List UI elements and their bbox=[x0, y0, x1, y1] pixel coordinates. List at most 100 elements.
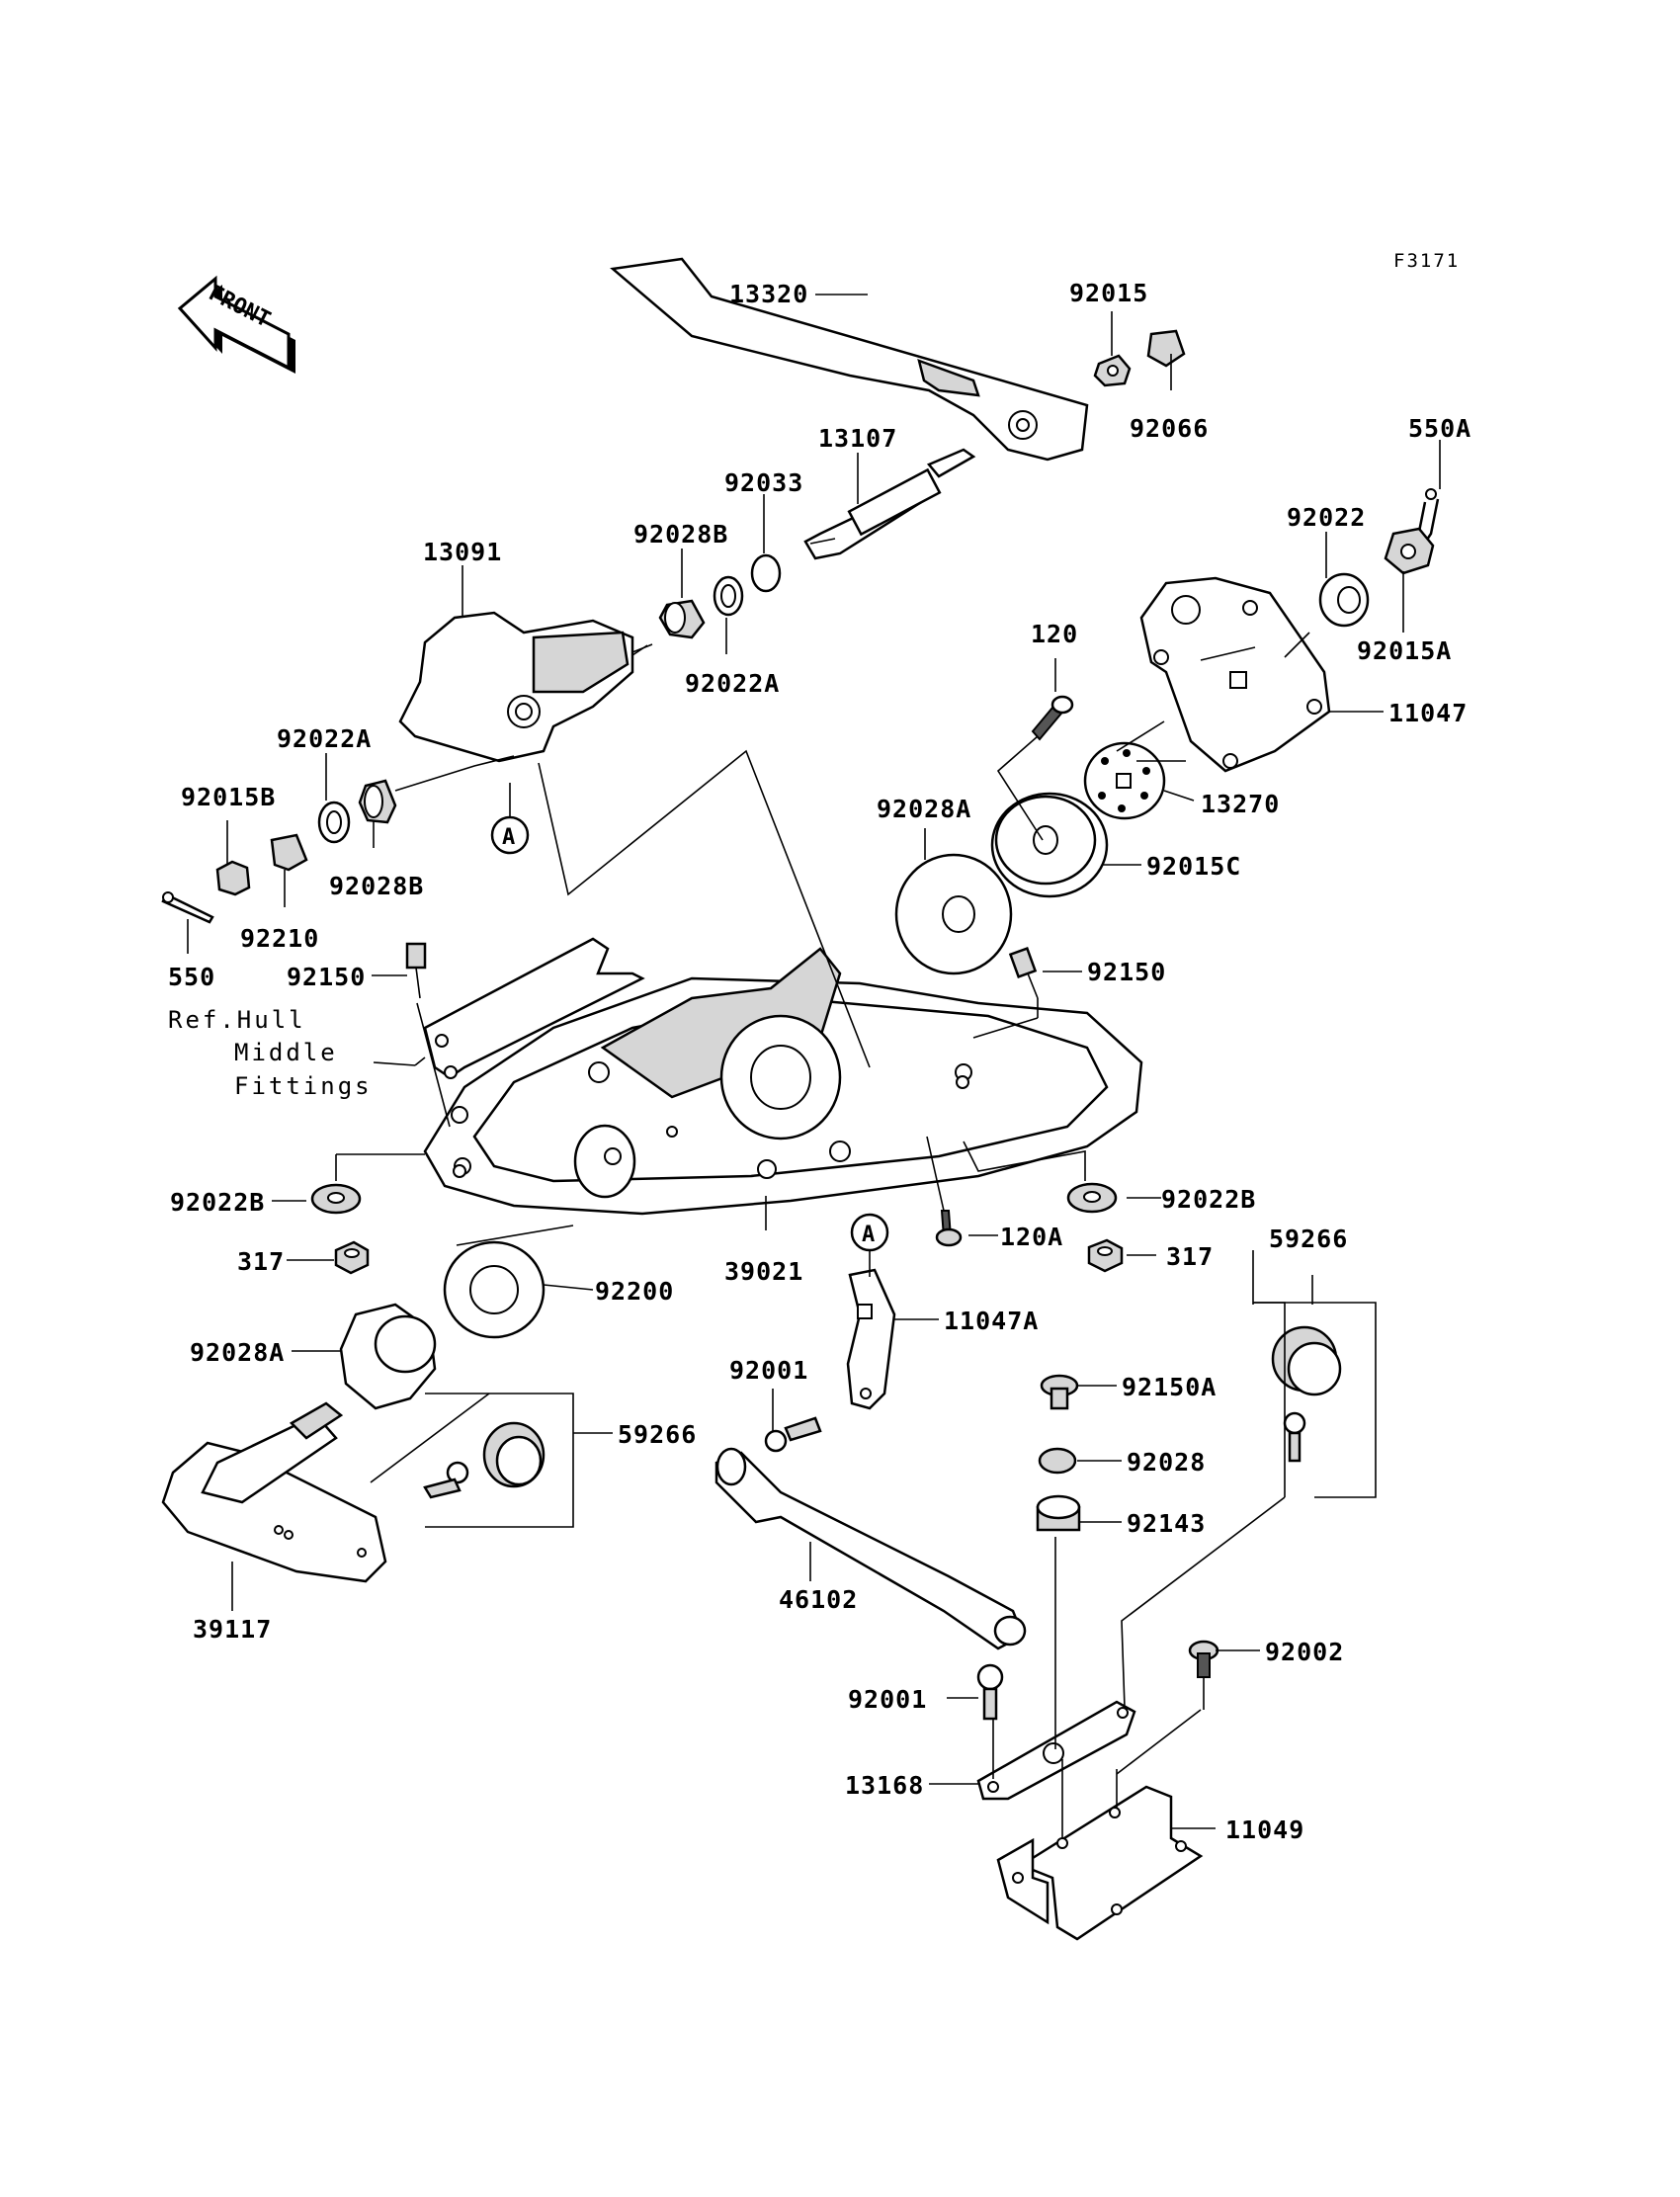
part-label-92015C: 92015C bbox=[1146, 852, 1241, 881]
bolt-120 bbox=[1031, 695, 1074, 741]
washer-92022 bbox=[1318, 572, 1370, 628]
bushing-92028 bbox=[1038, 1447, 1077, 1475]
collar-92143 bbox=[1036, 1494, 1081, 1532]
nut-92015C bbox=[990, 792, 1109, 898]
callout-a-lower: A bbox=[850, 1213, 889, 1252]
castle-nut-92015B bbox=[215, 860, 251, 896]
ball-stud-92001-upper bbox=[764, 1416, 822, 1453]
bushing-92066 bbox=[1146, 329, 1186, 368]
part-label-92022B-right: 92022B bbox=[1161, 1185, 1256, 1214]
part-label-120: 120 bbox=[1031, 620, 1078, 648]
circlip-92033 bbox=[750, 553, 782, 593]
ball-joint-59266-left bbox=[423, 1421, 546, 1499]
part-label-317-left: 317 bbox=[237, 1247, 285, 1276]
front-arrow-icon: FRONT bbox=[177, 275, 295, 374]
washer-92022A-lower bbox=[317, 801, 351, 844]
part-label-11047A: 11047A bbox=[944, 1307, 1039, 1335]
callout-a-upper: A bbox=[490, 815, 530, 855]
part-label-92150-left: 92150 bbox=[287, 963, 366, 991]
part-label-92150-right: 92150 bbox=[1087, 958, 1166, 986]
part-label-92028A-upper: 92028A bbox=[877, 795, 971, 823]
part-label-59266-left: 59266 bbox=[618, 1420, 697, 1449]
cone-92028A-upper bbox=[894, 853, 1013, 975]
bushing-92028B-lower bbox=[358, 779, 397, 824]
bolt-120A bbox=[935, 1210, 963, 1247]
part-label-92022: 92022 bbox=[1287, 503, 1366, 532]
part-label-92150A: 92150A bbox=[1122, 1373, 1217, 1401]
part-label-39021: 39021 bbox=[724, 1257, 803, 1286]
callout-a-upper-text: A bbox=[502, 825, 515, 850]
mount-bracket bbox=[423, 937, 645, 1079]
part-label-13270: 13270 bbox=[1201, 790, 1280, 818]
washer-92200 bbox=[443, 1240, 546, 1339]
part-label-92015B: 92015B bbox=[181, 783, 276, 811]
castle-nut-92015A bbox=[1384, 527, 1435, 575]
part-label-92015A: 92015A bbox=[1357, 636, 1452, 665]
nut-317-right bbox=[1087, 1238, 1124, 1273]
washer-92022A-upper bbox=[713, 575, 744, 617]
bolt-92150-right bbox=[1008, 947, 1039, 999]
part-labels: 13320 92015 92066 550A 13107 92033 92022… bbox=[168, 279, 1471, 1844]
part-label-92028B-upper: 92028B bbox=[633, 520, 728, 549]
bracket-11047 bbox=[1139, 576, 1331, 773]
shaft-13107 bbox=[803, 448, 976, 560]
part-label-59266-right: 59266 bbox=[1269, 1225, 1348, 1253]
part-label-317-right: 317 bbox=[1166, 1242, 1214, 1271]
part-label-46102: 46102 bbox=[779, 1585, 858, 1614]
part-label-92002: 92002 bbox=[1265, 1638, 1344, 1666]
cone-92028A-lower bbox=[339, 1303, 437, 1410]
bolt-92150-left bbox=[405, 942, 427, 999]
ball-stud-92001-lower bbox=[976, 1663, 1004, 1721]
arm-11047A bbox=[846, 1268, 896, 1410]
nut-92015 bbox=[1093, 354, 1132, 387]
callout-a-lower-text: A bbox=[862, 1223, 875, 1247]
washer-92022B-left bbox=[310, 1183, 362, 1215]
part-label-92015: 92015 bbox=[1069, 279, 1148, 307]
plate-13270 bbox=[1083, 741, 1166, 820]
ball-joint-59266-right bbox=[1271, 1325, 1342, 1463]
handle-cover-13320 bbox=[610, 257, 1089, 462]
part-label-550: 550 bbox=[168, 963, 215, 991]
part-label-13091: 13091 bbox=[423, 538, 502, 566]
part-label-92022A-lower: 92022A bbox=[277, 724, 372, 753]
ref-note-line1: Ref.Hull bbox=[168, 1006, 306, 1034]
part-label-92022B-left: 92022B bbox=[170, 1188, 265, 1217]
part-label-92022A-upper: 92022A bbox=[685, 669, 780, 698]
part-label-92001-lower: 92001 bbox=[848, 1685, 927, 1714]
part-label-13320: 13320 bbox=[729, 280, 808, 308]
part-label-13168: 13168 bbox=[845, 1771, 924, 1800]
leader-lines bbox=[187, 294, 1441, 1838]
bolt-92150A bbox=[1040, 1374, 1079, 1410]
shaft-arm-39117 bbox=[161, 1401, 387, 1583]
part-label-92066: 92066 bbox=[1130, 414, 1209, 443]
plate-39021 bbox=[423, 947, 1143, 1216]
part-label-120A: 120A bbox=[1000, 1223, 1063, 1251]
bracket-11049 bbox=[996, 1785, 1204, 1941]
part-label-92033: 92033 bbox=[724, 468, 803, 497]
part-label-13107: 13107 bbox=[818, 424, 897, 453]
part-label-92028A-lower: 92028A bbox=[190, 1338, 285, 1367]
nut-317-left bbox=[334, 1240, 370, 1275]
part-label-39117: 39117 bbox=[193, 1615, 272, 1644]
ref-note-line3: Fittings bbox=[234, 1072, 373, 1100]
part-label-92143: 92143 bbox=[1127, 1509, 1206, 1538]
housing-13091 bbox=[398, 611, 653, 763]
bushing-92028B-upper bbox=[658, 599, 706, 639]
part-label-92001-upper: 92001 bbox=[729, 1356, 808, 1385]
part-label-92210: 92210 bbox=[240, 924, 319, 953]
bolt-92002 bbox=[1188, 1640, 1219, 1678]
part-label-92028B-lower: 92028B bbox=[329, 872, 424, 900]
cotter-pin-550 bbox=[161, 891, 214, 924]
part-label-550A: 550A bbox=[1408, 414, 1471, 443]
part-label-92200: 92200 bbox=[595, 1277, 674, 1306]
ref-note-line2: Middle bbox=[234, 1039, 338, 1066]
figure-code: F3171 bbox=[1393, 250, 1460, 272]
rod-46102 bbox=[714, 1447, 1027, 1650]
part-label-11049: 11049 bbox=[1225, 1816, 1304, 1844]
part-label-92028: 92028 bbox=[1127, 1448, 1206, 1477]
lever-13168 bbox=[976, 1700, 1136, 1801]
fitting-92210 bbox=[270, 833, 308, 872]
part-label-11047: 11047 bbox=[1388, 699, 1468, 727]
washer-92022B-right bbox=[1066, 1182, 1118, 1214]
